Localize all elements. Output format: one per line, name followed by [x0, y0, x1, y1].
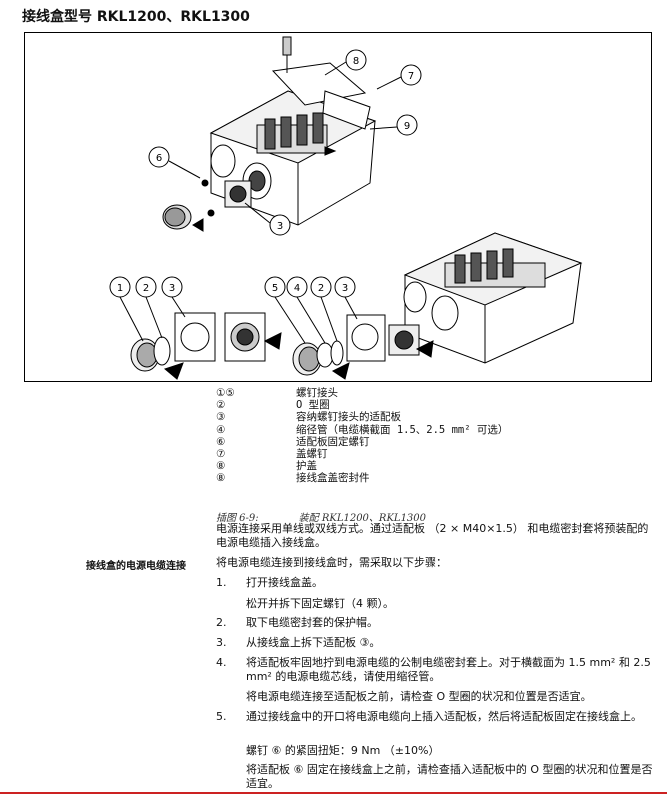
step-5-sub-2: 将适配板 ⑥ 固定在接线盒上之前，请检查插入适配板中的 O 型圈的状况和位置是否… — [246, 763, 653, 790]
callout-6: 6 — [156, 153, 162, 164]
callout-1: 1 — [117, 283, 123, 294]
caption-text: 装配 RKL1200、RKL1300 — [298, 513, 427, 524]
caption-label: 插图 6-9: — [216, 513, 259, 524]
callout-3b: 3 — [169, 283, 175, 294]
page-title: 接线盒型号 RKL1200、RKL1300 — [22, 9, 250, 25]
callout-3c: 3 — [342, 283, 348, 294]
step-5-sub-1: 螺钉 ⑥ 的紧固扭矩：9 Nm （±10%） — [246, 744, 440, 757]
callout-7: 7 — [408, 71, 414, 82]
junction-box-assembled-drawing — [388, 232, 583, 364]
assembly-figure: 8 7 9 6 3 1 2 3 5 4 2 3 — [24, 32, 652, 382]
step-4-sub: 将电源电缆连接至适配板之前，请检查 O 型圈的状况和位置是否适宜。 — [246, 690, 592, 703]
callout-2: 2 — [143, 283, 149, 294]
lead-paragraph: 将电源电缆连接到接线盒时，需采取以下步骤： — [216, 556, 447, 569]
intro-paragraph: 电源连接采用单线或双线方式。通过适配板 （2 × M40×1.5） 和电缆密封套… — [216, 522, 649, 549]
assembly-drawing: 8 7 9 6 3 1 2 3 5 4 2 3 — [109, 36, 583, 380]
figure-caption: 插图 6-9: 装配 RKL1200、RKL1300 — [216, 509, 466, 524]
cable-gland-explode-middle — [292, 314, 386, 380]
cable-gland-explode-left — [130, 312, 282, 380]
side-heading: 接线盒的电源电缆连接 — [86, 561, 186, 572]
callout-4: 4 — [294, 283, 300, 294]
callout-9: 9 — [404, 121, 410, 132]
callout-2b: 2 — [318, 283, 324, 294]
callout-3: 3 — [277, 221, 283, 232]
bottom-rule — [0, 792, 667, 794]
callout-8: 8 — [353, 56, 359, 67]
step-1-sub: 松开并拆下固定螺钉（4 颗）。 — [246, 597, 394, 610]
junction-box-open-drawing — [162, 36, 377, 232]
callout-5: 5 — [272, 283, 278, 294]
